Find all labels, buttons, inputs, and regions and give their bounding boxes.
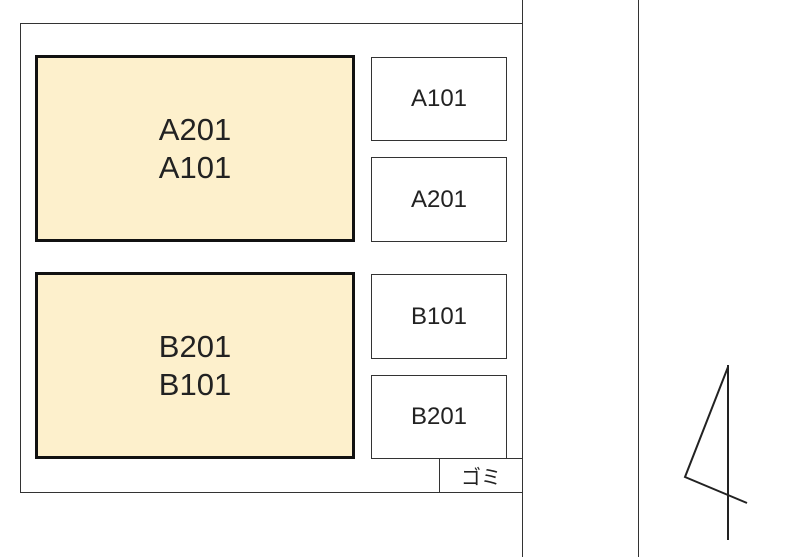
parking-space-a201: A201 [371,157,507,242]
building-b: B201 B101 [35,272,355,459]
building-a: A201 A101 [35,55,355,242]
building-b-unit: B101 [158,366,232,402]
parking-space-a101: A101 [371,57,507,141]
building-a-unit: A201 [158,111,232,147]
road-line-left [522,0,523,557]
parking-space-b101: B101 [371,274,507,359]
building-b-unit: B201 [158,328,232,364]
parking-space-b201: B201 [371,375,507,459]
garbage-area: ゴミ [439,458,523,493]
road-line-right [638,0,639,557]
building-a-unit: A101 [158,149,232,185]
